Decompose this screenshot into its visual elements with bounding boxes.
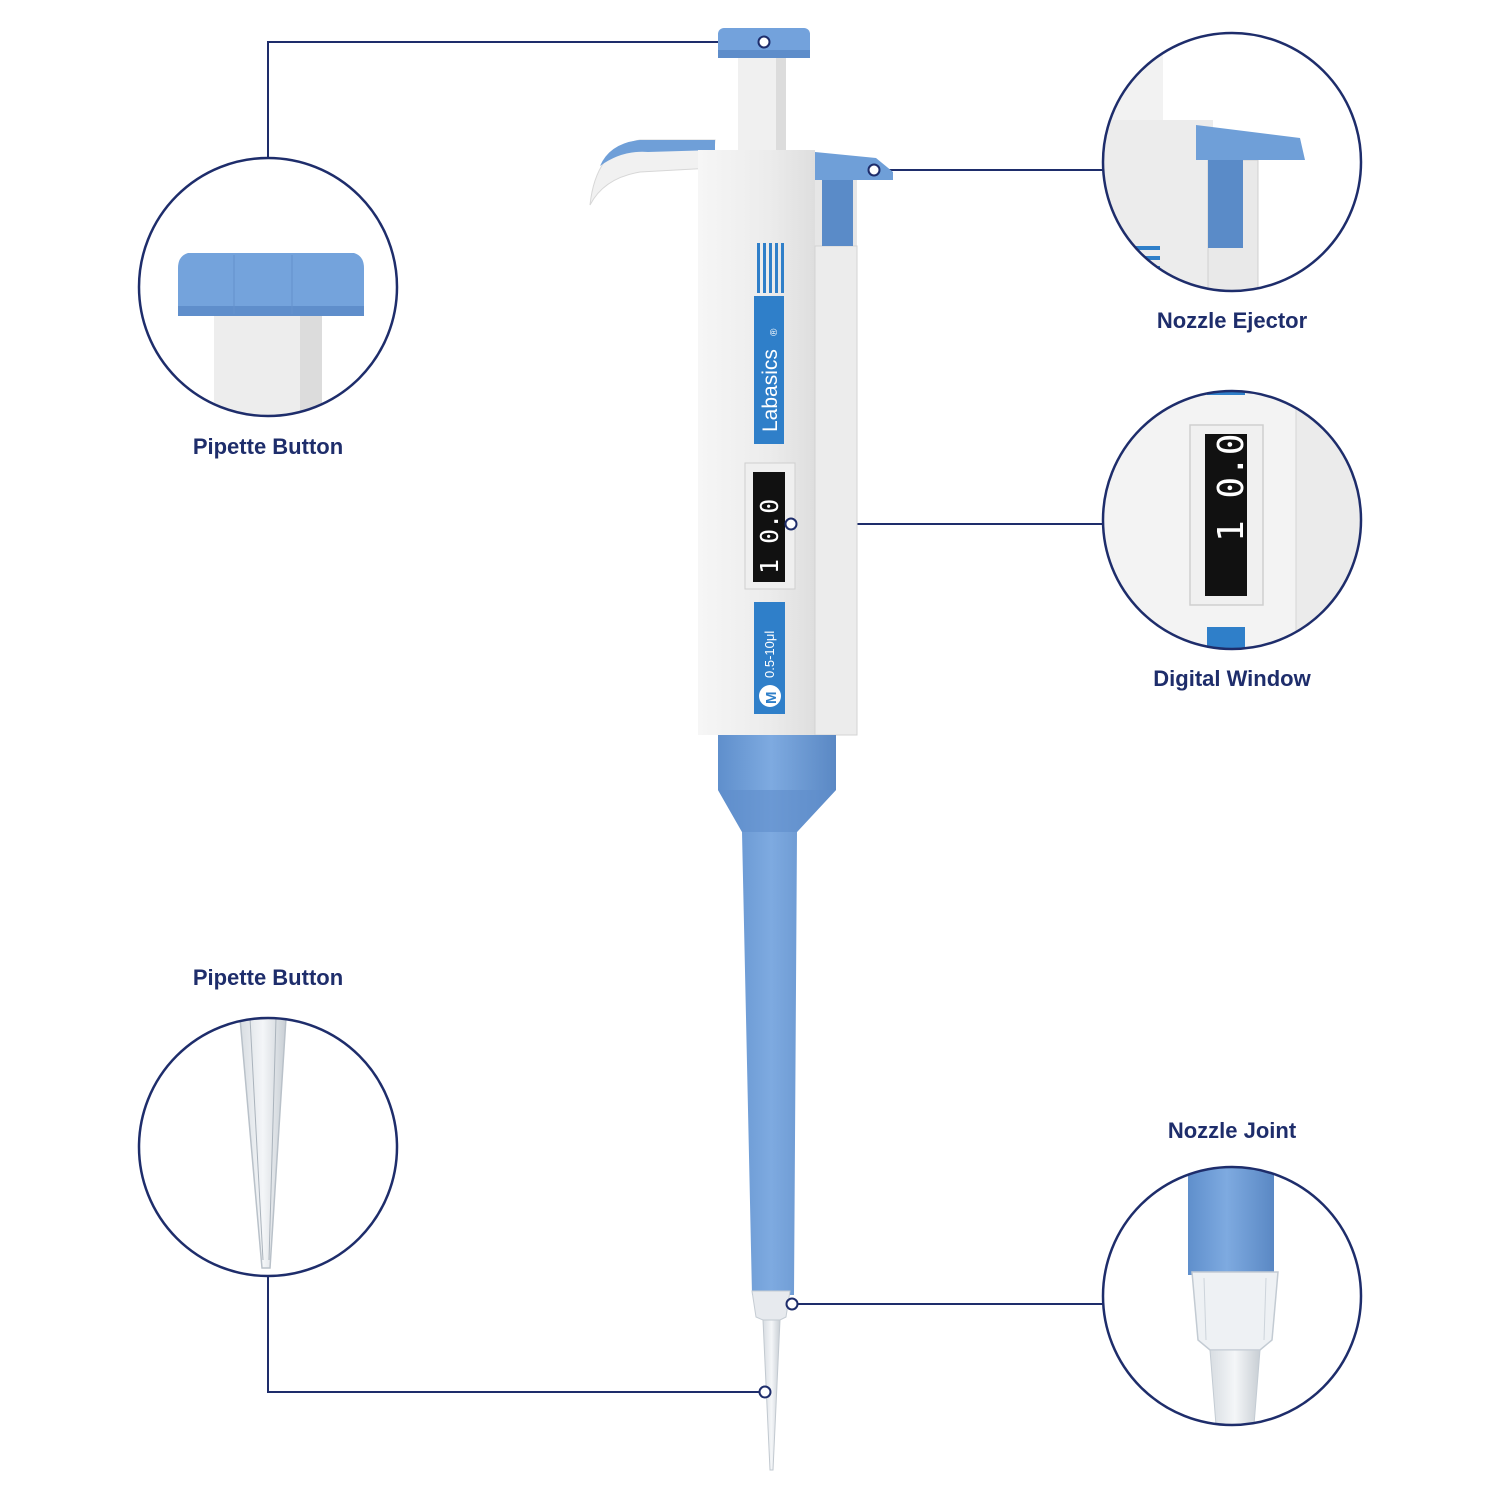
range-badge-letter: M bbox=[763, 692, 780, 705]
connector-lines bbox=[267, 41, 1103, 1393]
callout-label-pipette-button-bottom: Pipette Button bbox=[193, 965, 343, 990]
range-text: 0.5-10μl bbox=[762, 631, 777, 678]
callout-label-pipette-button-top: Pipette Button bbox=[193, 434, 343, 459]
pipette-tip bbox=[762, 1319, 781, 1471]
lower-shaft bbox=[718, 735, 836, 1295]
connector-dots bbox=[757, 35, 881, 1399]
brand-registered-mark: ® bbox=[769, 328, 780, 336]
callout-label-digital-window: Digital Window bbox=[1153, 666, 1311, 691]
callout-label-nozzle-ejector: Nozzle Ejector bbox=[1157, 308, 1308, 333]
callout-digital-window: 1 0.0 Digital Window bbox=[1101, 389, 1363, 691]
digital-window-closeup: 1 0.0 bbox=[1103, 391, 1361, 649]
callout-nozzle-joint: Nozzle Joint bbox=[1101, 1118, 1363, 1427]
pipette: Labasics ® 1 0.0 M 0.5-10μl bbox=[589, 28, 893, 1471]
brand-label bbox=[754, 296, 784, 444]
nozzle-joint bbox=[751, 1290, 791, 1321]
brand-name: Labasics bbox=[759, 349, 782, 432]
closeup-display-value: 1 0.0 bbox=[1211, 434, 1252, 542]
pipette-tip-closeup bbox=[139, 1018, 397, 1276]
callout-nozzle-ejector: Nozzle Ejector bbox=[1101, 31, 1363, 333]
nozzle-ejector-closeup bbox=[1103, 33, 1361, 291]
connector-pipette-button-bottom bbox=[267, 1276, 764, 1393]
connector-pipette-button-top bbox=[267, 41, 762, 158]
digital-window-value: 1 0.0 bbox=[755, 499, 784, 574]
grip-stripes bbox=[757, 243, 784, 293]
callout-pipette-button-top: Pipette Button bbox=[137, 156, 399, 459]
digital-window bbox=[753, 472, 785, 582]
range-badge bbox=[759, 685, 781, 707]
callout-label-nozzle-joint: Nozzle Joint bbox=[1168, 1118, 1297, 1143]
nozzle-joint-closeup bbox=[1103, 1167, 1361, 1425]
pipette-button-closeup bbox=[139, 158, 397, 416]
callout-pipette-button-bottom: Pipette Button bbox=[137, 965, 399, 1278]
